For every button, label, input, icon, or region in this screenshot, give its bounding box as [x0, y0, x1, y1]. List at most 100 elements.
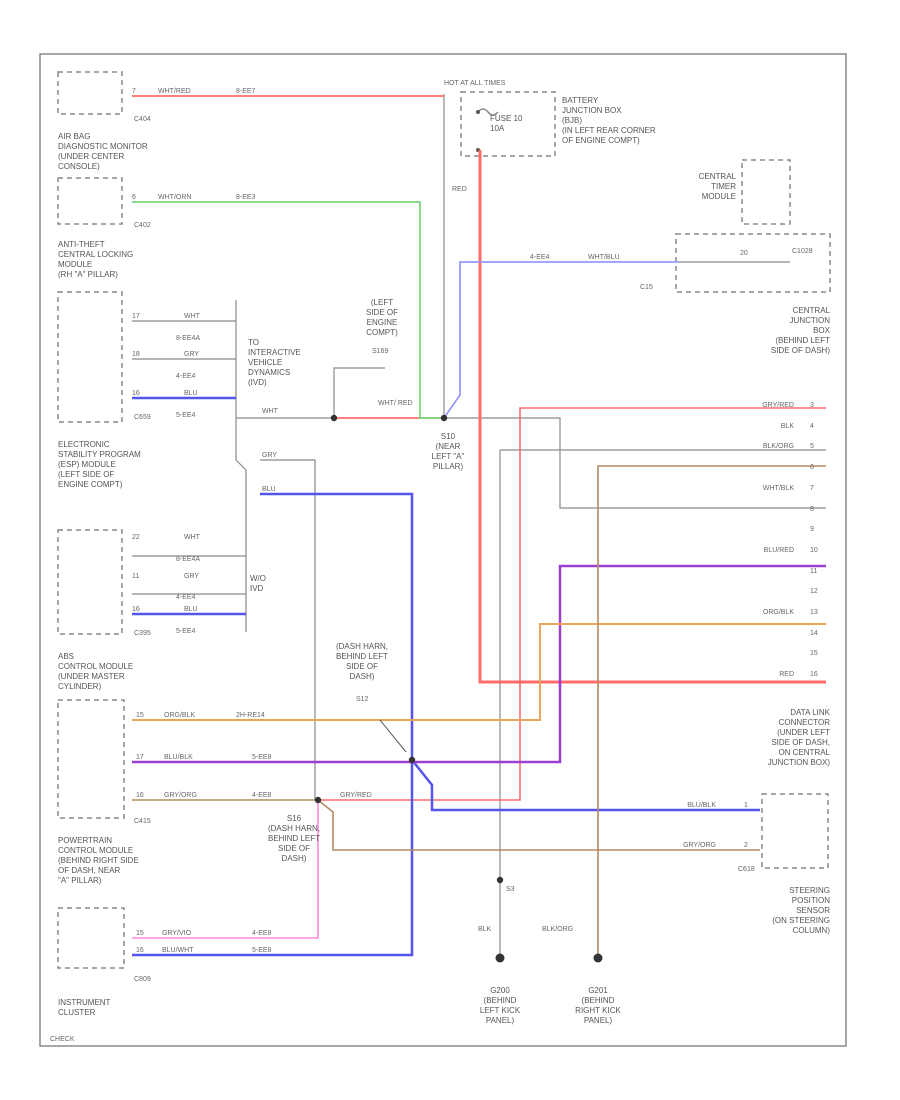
splice-s169 — [330, 414, 338, 422]
s12-leader — [379, 719, 407, 753]
battery-box-label: BATTERY JUNCTION BOX (BJB) (IN LEFT REAR… — [562, 96, 656, 145]
cjb-pin-color: GRY/RED — [762, 402, 794, 409]
dlc-pin2-color: GRY/ORG — [683, 842, 716, 849]
airbag-wire-color: WHT/RED — [158, 88, 191, 95]
fuse-label: FUSE 10 10A — [490, 114, 523, 133]
airbag-connector: C404 — [134, 116, 151, 123]
cjb-pin-number: 11 — [810, 567, 818, 575]
antitheft-green-wire — [132, 201, 444, 419]
pcm-wire-circuit-3: 4-EE8 — [252, 792, 272, 799]
cjb-wht-blk-wire — [444, 417, 826, 509]
dlc-brown-wire — [317, 799, 760, 851]
cjb-pin-number: 3 — [810, 402, 814, 409]
esp-wire-color-2: GRY — [184, 351, 200, 358]
cjb-pin20-label: 20 — [740, 250, 748, 257]
abs-module-box — [57, 529, 123, 635]
gry-red-mid-label: GRY/RED — [340, 792, 372, 799]
cluster-pin-2: 16 — [136, 947, 144, 954]
esp-wire-circuit-2: 4-EE4 — [176, 373, 196, 380]
blk-org-ground-wire — [597, 465, 826, 955]
cjb-pin-number: 13 — [810, 609, 818, 616]
battery-box-header: HOT AT ALL TIMES — [444, 80, 506, 87]
pcm-pin-3: 16 — [136, 792, 144, 799]
brown-wires — [132, 465, 826, 955]
cjb-connector-c15: C15 — [640, 284, 653, 291]
esp-wire-circuit-3: 5-EE4 — [176, 412, 196, 419]
pcm-module-box — [57, 699, 125, 819]
antitheft-wire-color: WHT/ORN — [158, 194, 192, 201]
g200-wire-label: BLK — [478, 926, 492, 933]
splice-s16 — [314, 796, 322, 804]
splice-s12-label: (DASH HARN, BEHIND LEFT SIDE OF DASH) — [335, 642, 388, 681]
antitheft-wire-circuit: 8-EE3 — [236, 194, 256, 201]
cjb-connector-c1028: C1028 — [792, 248, 813, 255]
abs-wire-color-1: WHT — [184, 534, 200, 541]
splice-s169-label: (LEFT SIDE OF ENGINE COMPT) — [365, 298, 398, 337]
splice-s12-id: S12 — [356, 696, 369, 703]
dlc-pin1-color: BLU/BLK — [687, 802, 716, 809]
cluster-pink-wire — [132, 800, 319, 939]
g201-wire-label: BLK/ORG — [542, 926, 574, 933]
g200-label: G200 (BEHIND LEFT KICK PANEL) — [479, 986, 521, 1025]
red-vertical-label: RED — [452, 186, 467, 193]
cjb-blue-wire — [443, 261, 678, 419]
pcm-pin-1: 15 — [136, 712, 144, 719]
cjb-connector-box — [675, 233, 831, 293]
dlc-connector: C618 — [738, 866, 755, 873]
cjb-pin-number: 15 — [810, 650, 818, 658]
esp-wire-color-3: BLU — [184, 390, 198, 397]
ground-symbols — [495, 953, 603, 963]
diagram-border — [39, 53, 847, 1047]
diagram-code: CHECK — [50, 1036, 75, 1043]
cjb-label: CENTRAL JUNCTION BOX (BEHIND LEFT SIDE O… — [770, 306, 830, 355]
cluster-pin-1: 15 — [136, 930, 144, 937]
pcm-wire-color-3: GRY/ORG — [164, 792, 197, 799]
cjb-pin-color: BLU/RED — [763, 546, 794, 554]
airbag-module-label: AIR BAG DIAGNOSTIC MONITOR (UNDER CENTER… — [58, 132, 148, 171]
cjb-pin-number: 5 — [810, 443, 814, 451]
esp-pin-3: 16 — [132, 390, 140, 397]
dlc-pin2: 2 — [744, 842, 748, 849]
cluster-box — [57, 907, 125, 969]
abs-wire-circuit-3: 5-EE4 — [176, 628, 196, 635]
antitheft-module-box — [57, 177, 123, 225]
cjb-pin-number: 14 — [810, 629, 818, 637]
cjb-blue-circuit: 4-EE4 — [530, 254, 550, 261]
g201-label: G201 (BEHIND RIGHT KICK PANEL) — [575, 986, 621, 1025]
esp-wire-circuit-1: 8-EE4A — [176, 335, 201, 342]
wht-red-label: WHT/ RED — [378, 400, 413, 407]
cjb-blue-color: WHT/BLU — [588, 254, 620, 261]
esp-module-box — [57, 291, 123, 423]
airbag-module-box — [57, 71, 123, 115]
dlc-label: DATA LINK CONNECTOR (UNDER LEFT SIDE OF … — [767, 708, 830, 767]
pcm-wire-circuit-2: 5-EE8 — [252, 754, 272, 761]
cluster-wire-color-1: GRY/VIO — [162, 930, 192, 937]
abs-wire-circuit-1: 8-EE4A — [176, 556, 201, 563]
cluster-wire-color-2: BLU/WHT — [162, 947, 194, 954]
battery-junction-box — [460, 91, 556, 157]
cjb-pin-number: 6 — [810, 464, 814, 472]
blue-wires — [132, 396, 760, 957]
blu-label: BLU — [262, 486, 276, 493]
splice-points — [314, 414, 504, 884]
cjb-pin-number: 8 — [810, 505, 814, 513]
splice-s16-label: S16 (DASH HARN, BEHIND LEFT SIDE OF DASH… — [267, 814, 320, 863]
splice-s3 — [496, 876, 504, 884]
ground-g201 — [593, 953, 603, 963]
abs-wire-color-3: BLU — [184, 606, 198, 613]
pcm-wire-circuit-1: 2H-RE14 — [236, 712, 265, 719]
pcm-purple-wire — [132, 564, 826, 764]
cjb-pin-number: 9 — [810, 526, 814, 534]
pcm-wire-color-1: ORG/BLK — [164, 712, 196, 719]
pcm-wire-color-2: BLU/BLK — [164, 754, 193, 761]
splice-s10-label: S10 (NEAR LEFT "A" PILLAR) — [431, 432, 465, 471]
dlc-blu-wire — [411, 759, 760, 812]
pcm-module-label: POWERTRAIN CONTROL MODULE (BEHIND RIGHT … — [58, 836, 139, 885]
splice-s3-id: S3 — [506, 886, 515, 893]
cluster-label: INSTRUMENT CLUSTER — [58, 998, 111, 1017]
abs-wire-circuit-2: 4-EE4 — [176, 594, 196, 601]
cjb-pin-number: 4 — [810, 422, 814, 430]
cjb-pin-color: ORG/BLK — [762, 609, 794, 616]
gry-vertical-wire — [260, 459, 316, 800]
esp-pin-2: 18 — [132, 351, 140, 358]
